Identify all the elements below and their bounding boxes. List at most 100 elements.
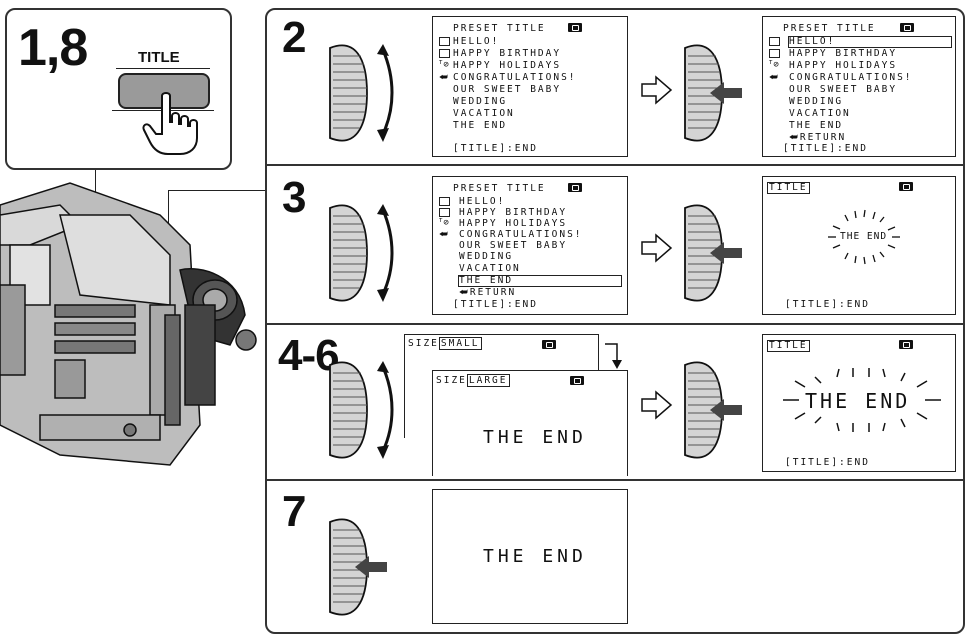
gift-icon [769,49,780,58]
title-text-large: THE END [805,389,911,413]
divider-3-4 [265,323,965,325]
flash-rays-icon [783,368,941,432]
menu-footer: [TITLE]:END [453,299,538,310]
holiday-icon: ᵀ⊘ [438,218,449,228]
next-arrow-icon [641,75,673,105]
folder-icon [439,197,450,206]
title-button-caption: TITLE [138,49,180,66]
return-icon: ⮨ [439,229,448,240]
title-footer: [TITLE]:END [785,299,870,310]
camcorder-illustration [0,182,257,466]
control-dial-icon [329,204,394,302]
menu-footer: [TITLE]:END [783,143,868,154]
menu-header: PRESET TITLE [453,23,546,34]
lcd-screen-title-preview: TITLE THE END [TITLE]:END [762,176,956,315]
holiday-icon: ᵀ⊘ [438,60,449,70]
lcd-screen-preset-menu-selected: PRESET TITLE HELLO! HAPPY BIRTHDAY ᵀ⊘ HA… [762,16,956,157]
menu-item[interactable]: CONGRATULATIONS! [453,72,577,83]
lcd-screen-final: THE END [432,489,628,624]
menu-item[interactable]: WEDDING [453,96,508,107]
step-label-1-8: 1,8 [18,19,88,77]
size-value-large[interactable]: LARGE [466,374,510,387]
next-arrow-icon [641,390,673,420]
menu-item[interactable]: HELLO! [453,36,500,47]
menu-item[interactable]: HAPPY BIRTHDAY [789,48,898,59]
gift-icon [439,49,450,58]
title-tag: TITLE [767,340,810,352]
title-text-small: THE END [840,231,888,242]
control-dial-icon [329,361,394,459]
small-screen-right-edge [598,334,599,370]
title-tag: TITLE [767,182,810,194]
menu-item[interactable]: OUR SWEET BABY [453,84,562,95]
step-label-7: 7 [282,487,307,536]
menu-item[interactable]: VACATION [789,108,851,119]
return-icon: ⮨ [439,72,448,83]
menu-item[interactable]: CONGRATULATIONS! [459,229,583,240]
step-label-3: 3 [282,173,307,222]
menu-item[interactable]: HAPPY BIRTHDAY [453,48,562,59]
title-footer: [TITLE]:END [785,457,870,468]
title-text-final: THE END [483,546,587,567]
lcd-screen-preset-menu: PRESET TITLE HELLO! HAPPY BIRTHDAY ᵀ⊘ HA… [432,16,628,157]
menu-item[interactable]: HAPPY HOLIDAYS [789,60,898,71]
menu-item[interactable]: CONGRATULATIONS! [789,72,913,83]
cassette-memory-icon [900,23,914,32]
return-icon: ⮨ [769,72,778,83]
menu-item[interactable]: THE END [453,120,508,131]
menu-item[interactable]: HAPPY HOLIDAYS [453,60,562,71]
divider-4-7 [265,479,965,481]
control-dial-press-icon [329,518,387,616]
menu-item-highlighted[interactable]: THE END [458,275,622,287]
menu-item-highlighted[interactable]: HELLO! [788,36,952,48]
menu-item[interactable]: THE END [789,120,844,131]
control-dial-press-icon [684,204,742,302]
title-text-medium: THE END [483,427,587,448]
gift-icon [439,208,450,217]
folder-icon [439,37,450,46]
menu-item[interactable]: WEDDING [459,251,514,262]
next-arrow-icon [641,233,673,263]
holiday-icon: ᵀ⊘ [768,60,779,70]
title-callout-box [5,8,232,170]
control-dial-press-icon [684,44,742,142]
cassette-memory-icon [568,23,582,32]
menu-footer: [TITLE]:END [453,143,538,154]
steps-frame [265,8,965,634]
caption-underline [116,68,210,69]
size-tag: SIZE [436,375,467,386]
divider-2-3 [265,164,965,166]
menu-header: PRESET TITLE [783,23,876,34]
menu-item[interactable]: HAPPY HOLIDAYS [459,218,568,229]
leader-line-3 [168,190,265,191]
menu-item-return[interactable]: ⮨RETURN [459,287,517,298]
cassette-memory-icon [570,376,584,385]
down-arrow-icon [605,343,622,369]
menu-item[interactable]: OUR SWEET BABY [459,240,568,251]
step-label-2: 2 [282,13,307,62]
menu-header: PRESET TITLE [453,183,546,194]
folder-icon [769,37,780,46]
menu-item[interactable]: VACATION [453,108,515,119]
size-value-small[interactable]: SMALL [438,337,482,350]
cassette-memory-icon [899,182,913,191]
lcd-screen-title-large: TITLE THE END [TITLE]:END [762,334,956,472]
menu-item[interactable]: OUR SWEET BABY [789,84,898,95]
control-dial-icon [329,44,394,142]
menu-item[interactable]: HELLO! [459,196,506,207]
menu-item[interactable]: WEDDING [789,96,844,107]
menu-item-return[interactable]: ⮨RETURN [789,132,847,143]
cassette-memory-icon [899,340,913,349]
flash-rays-icon [828,209,900,265]
cassette-memory-icon [542,340,556,349]
menu-item[interactable]: HAPPY BIRTHDAY [459,207,568,218]
pointing-hand-icon [142,92,198,155]
size-tag: SIZE [408,338,439,349]
cassette-memory-icon [568,183,582,192]
control-dial-press-icon [684,361,742,459]
menu-item[interactable]: VACATION [459,263,521,274]
lcd-screen-preset-menu-the-end: PRESET TITLE HELLO! HAPPY BIRTHDAY ᵀ⊘ HA… [432,176,628,315]
